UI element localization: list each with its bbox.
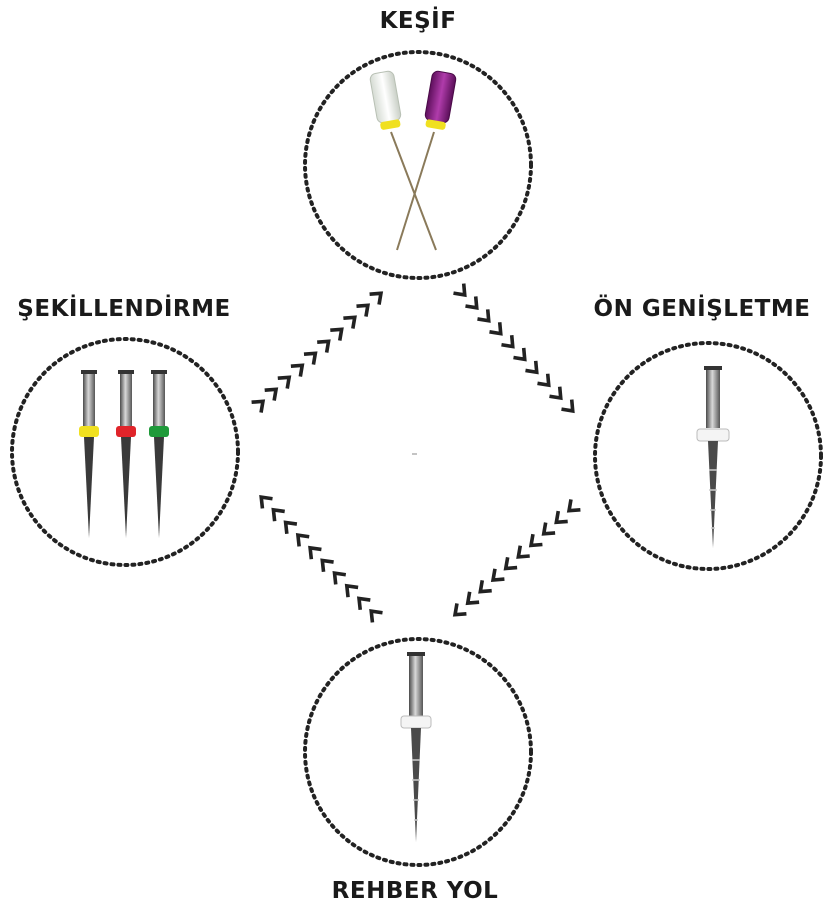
chevron-arrow-icon <box>541 522 556 536</box>
chevron-arrow-icon <box>554 510 568 525</box>
chevron-arrow-icon <box>283 520 298 534</box>
chevron-arrow-icon <box>478 580 492 594</box>
arrow-sekillendirme-to-kesif <box>251 291 384 413</box>
chevron-arrow-icon <box>490 568 505 582</box>
chevron-arrow-icon <box>369 291 384 305</box>
chevron-arrow-icon <box>503 556 518 571</box>
chevron-arrow-icon <box>344 583 359 598</box>
chevron-arrow-icon <box>489 322 503 336</box>
glide-path-file-icon <box>400 652 432 842</box>
chevron-arrow-icon <box>320 558 334 572</box>
chevron-arrow-icon <box>332 571 347 585</box>
hand-files-icon <box>369 70 457 251</box>
orifice-opener-file-icon <box>696 366 730 548</box>
shaping-files-icon <box>79 370 169 538</box>
chevron-arrow-icon <box>513 347 527 362</box>
chevron-arrow-icon <box>561 399 575 414</box>
chevron-arrow-icon <box>501 335 515 349</box>
chevron-arrow-icon <box>537 373 551 388</box>
chevron-arrow-icon <box>271 507 285 522</box>
chevron-arrow-icon <box>465 296 479 310</box>
chevron-arrow-icon <box>264 387 279 401</box>
chevron-arrow-icon <box>308 545 322 560</box>
chevron-arrow-icon <box>317 339 331 353</box>
chevron-arrow-icon <box>295 533 310 547</box>
arrow-rehber-yol-to-sekillendirme <box>259 495 383 623</box>
label-kesif: KEŞİF <box>379 8 457 34</box>
label-rehber-yol: REHBER YOL <box>331 878 499 904</box>
chevron-arrow-icon <box>465 591 480 606</box>
chevron-arrow-icon <box>290 363 305 377</box>
chevron-arrow-icon <box>525 360 539 375</box>
chevron-arrow-icon <box>477 309 491 323</box>
chevron-arrow-icon <box>516 545 530 559</box>
chevron-arrow-icon <box>303 351 318 365</box>
chevron-arrow-icon <box>330 327 344 341</box>
chevron-arrow-icon <box>251 399 266 413</box>
chevron-arrow-icon <box>369 609 383 623</box>
arrow-on-genisletme-to-rehber-yol <box>452 499 581 617</box>
circle-rehber-yol <box>303 637 533 867</box>
chevron-arrow-icon <box>356 303 371 317</box>
label-sekillendirme: ŞEKİLLENDİRME <box>17 296 231 322</box>
chevron-arrow-icon <box>566 499 581 513</box>
label-on-genisletme: ÖN GENİŞLETME <box>593 296 811 322</box>
chevron-arrow-icon <box>356 596 371 610</box>
chevron-arrow-icon <box>452 603 467 617</box>
chevron-arrow-icon <box>277 375 292 389</box>
chevron-arrow-icon <box>453 283 467 298</box>
circle-kesif <box>303 50 533 280</box>
circle-on-genisletme <box>593 341 823 571</box>
chevron-arrow-icon <box>259 495 273 509</box>
chevron-arrow-icon <box>549 386 563 401</box>
circle-sekillendirme <box>10 337 240 567</box>
arrow-kesif-to-on-genisletme <box>453 283 575 414</box>
chevron-arrow-icon <box>343 315 357 329</box>
chevron-arrow-icon <box>528 533 543 548</box>
